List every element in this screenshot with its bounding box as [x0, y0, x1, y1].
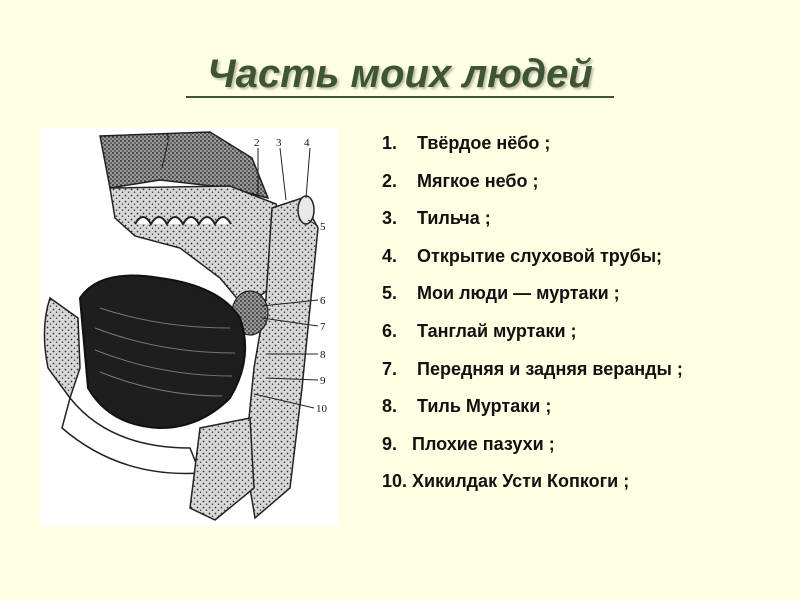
list-item: 2. Мягкое небо ; [382, 166, 683, 204]
list-item-text: Танглай муртаки ; [417, 320, 577, 341]
larynx [189, 417, 255, 521]
list-item: 7. Передняя и задняя веранды ; [382, 354, 683, 392]
list-item: 10. Хикилдак Усти Копкоги ; [382, 466, 683, 504]
list-item-number: 5. [382, 283, 398, 304]
tongue [78, 274, 247, 430]
callout-10: 10 [316, 403, 328, 415]
list-item-text: Открытие слуховой трубы; [417, 245, 663, 266]
list-item: 8. Тиль Муртаки ; [382, 391, 683, 429]
list-item-text: Тиль Муртаки ; [417, 396, 552, 417]
callout-8: 8 [320, 349, 326, 361]
lower-lip [43, 296, 81, 400]
list-item-text: Тильча ; [417, 208, 491, 229]
callout-9: 9 [320, 375, 326, 387]
leader-lines [161, 141, 319, 409]
list-item: 4. Открытие слуховой трубы; [382, 241, 683, 279]
list-item: 5. Мои люди — муртаки ; [382, 278, 683, 316]
list-item-number: 8. [382, 396, 398, 417]
list-item-text: Передняя и задняя веранды ; [417, 358, 683, 379]
list-item-number: 9. [382, 433, 398, 454]
list-item-text: Мягкое небо ; [417, 170, 539, 191]
list-item-text: Плохие пазухи ; [412, 433, 555, 454]
title-underline [186, 96, 614, 98]
callout-2: 2 [254, 137, 260, 149]
callout-1: 1 [165, 131, 171, 143]
list-item: 9. Плохие пазухи ; [382, 429, 683, 467]
legend-list: 1. Твёрдое нёбо ; 2. Мягкое небо ; 3. Ти… [382, 128, 683, 504]
anatomy-illustration: 1 2 3 4 5 6 7 8 9 10 [43, 131, 328, 521]
list-item: 1. Твёрдое нёбо ; [382, 128, 683, 166]
upper-teeth [134, 216, 232, 227]
list-item-number: 4. [382, 245, 398, 266]
list-item-number: 7. [382, 358, 398, 379]
list-item-text: Хикилдак Усти Копкоги ; [412, 471, 630, 492]
list-item: 6. Танглай муртаки ; [382, 316, 683, 354]
anatomy-figure: 1 2 3 4 5 6 7 8 9 10 [40, 128, 338, 526]
callout-6: 6 [320, 295, 326, 307]
list-item-number: 6. [382, 320, 398, 341]
callout-3: 3 [276, 137, 282, 149]
slide-title: Часть моих людей [207, 52, 593, 96]
list-item-text: Твёрдое нёбо ; [417, 133, 551, 153]
callout-5: 5 [320, 221, 326, 233]
list-item-number: 3. [382, 208, 398, 229]
list-item-number: 2. [382, 170, 398, 191]
callout-7: 7 [320, 321, 326, 333]
auditory-tube-opening [297, 195, 315, 225]
list-item-number: 1. [382, 133, 398, 153]
callout-4: 4 [304, 137, 310, 149]
list-item: 3. Тильча ; [382, 203, 683, 241]
list-item-text: Мои люди — муртаки ; [417, 283, 620, 304]
list-item-number: 10. [382, 471, 408, 492]
